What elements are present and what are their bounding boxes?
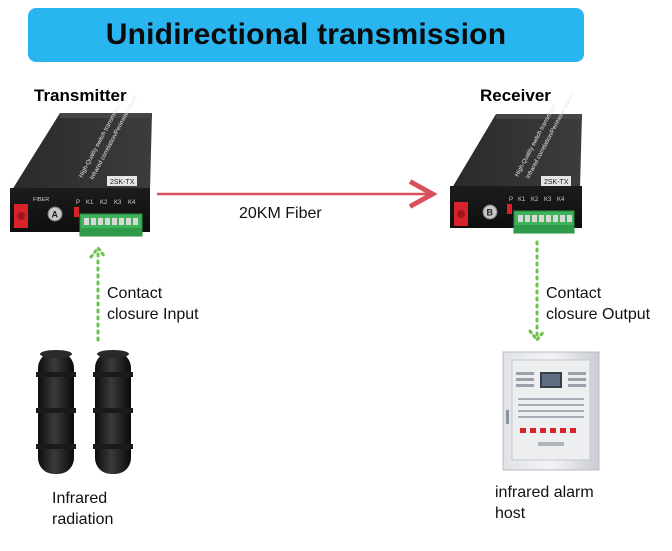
transmitter-terminal-k4: K4: [128, 200, 136, 206]
input-link-label: Contact closure Input: [107, 283, 199, 325]
alarm-host-cabinet: [502, 351, 600, 471]
transmitter-terminal-block: [79, 213, 143, 237]
receiver-terminal-k3: K3: [544, 197, 552, 203]
receiver-top: [452, 114, 582, 188]
alarm-host-line1: infrared alarm: [495, 484, 594, 501]
receiver-p-label: P: [509, 197, 513, 203]
receiver-model: 2SK-TX: [544, 179, 569, 186]
transmitter-device: High-Quality switch transmitter Infrared…: [10, 95, 152, 237]
alarm-host-label: infrared alarm host: [495, 482, 594, 524]
output-link-line2: closure Output: [546, 306, 651, 323]
transmitter-model-plate: [107, 176, 137, 186]
receiver-terminal-k4: K4: [557, 197, 565, 203]
output-link-label: Contact closure Output: [546, 283, 650, 325]
input-link-line2: closure Input: [107, 306, 199, 323]
receiver-terminal-k1: K1: [518, 197, 526, 203]
fiber-link-label: 20KM Fiber: [239, 205, 322, 222]
receiver-port-b: [482, 204, 498, 220]
input-link-arrow: [89, 245, 107, 342]
receiver-terminal-k2: K2: [531, 197, 539, 203]
sensor-line1: Infrared: [52, 490, 108, 507]
receiver-device: High-Quality switch transmitter Infrared…: [450, 94, 582, 234]
transmitter-top: [12, 113, 152, 190]
receiver-model-plate: [541, 176, 571, 186]
sensor-label: Infrared radiation: [52, 488, 113, 530]
infrared-sensor-right: [93, 350, 133, 474]
transmitter-port-letter: A: [52, 210, 59, 220]
page-title: Unidirectional transmission: [105, 18, 507, 51]
sensor-line2: radiation: [52, 511, 114, 528]
receiver-label: Receiver: [480, 86, 551, 105]
output-link-arrow: [528, 240, 546, 343]
infrared-sensor-left: [36, 350, 76, 474]
transmitter-model: 2SK-TX: [110, 179, 135, 186]
transmitter-terminal-k1: K1: [86, 200, 94, 206]
receiver-port-letter: B: [487, 208, 494, 218]
title-banner: Unidirectional transmission: [28, 8, 584, 62]
transmitter-port-a: [47, 206, 63, 222]
transmitter-label: Transmitter: [34, 86, 127, 105]
input-link-line1: Contact: [107, 285, 163, 302]
transmitter-terminal-k3: K3: [114, 200, 122, 206]
receiver-terminal-block: [513, 210, 575, 234]
receiver-led: [507, 204, 512, 214]
alarm-host-line2: host: [495, 505, 526, 522]
fiber-label: FIBER: [33, 197, 49, 203]
output-link-line1: Contact: [546, 285, 602, 302]
transmitter-p-label: P: [76, 200, 80, 206]
transmitter-led: [74, 207, 79, 217]
transmitter-terminal-k2: K2: [100, 200, 108, 206]
